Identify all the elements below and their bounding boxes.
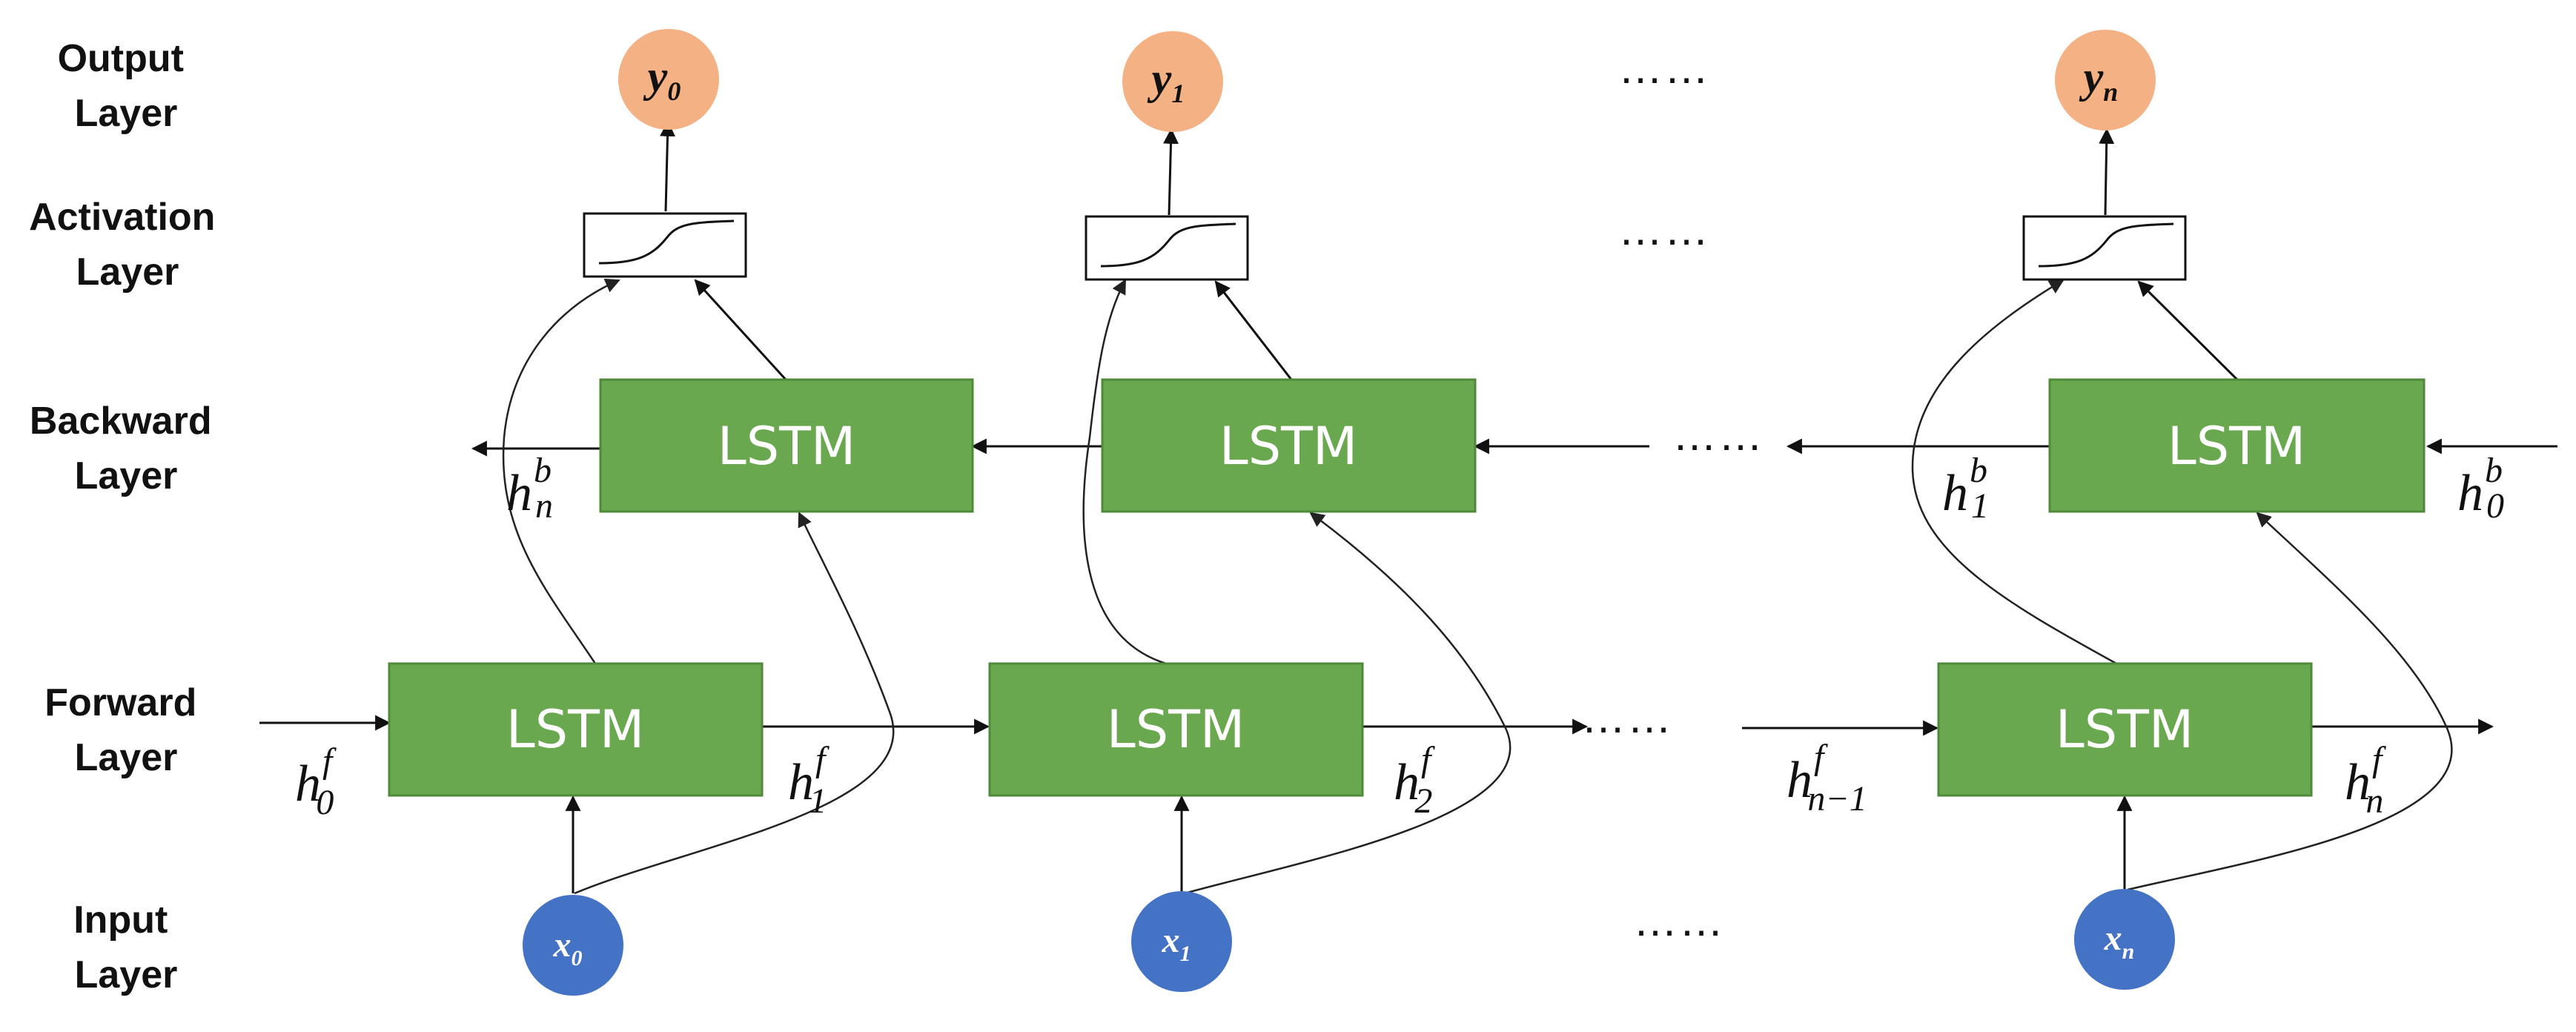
ellipsis-forward: …… — [1581, 692, 1673, 742]
output-node-1: y1 — [1122, 31, 1223, 132]
backward0-to-activation-arrow — [694, 279, 787, 381]
forward1-to-activation-curve — [1082, 279, 1167, 665]
lstm-label: LSTM — [2168, 416, 2306, 477]
output-node-circle — [618, 29, 719, 130]
output-node-n: yn — [2055, 30, 2156, 130]
sigmoid-icon — [598, 219, 735, 265]
ellipsis-activation: …… — [1618, 205, 1710, 254]
output-node-label: yn — [2079, 53, 2119, 107]
lstm-label: LSTM — [506, 699, 645, 760]
forwardn-to-activation-curve — [1911, 279, 2117, 665]
lstm-label: LSTM — [2056, 699, 2194, 760]
backward-lstm-n: LSTM — [2048, 378, 2426, 513]
ellipsis-input: …… — [1633, 896, 1725, 945]
output-node-label: y1 — [1148, 54, 1185, 108]
input-node-label: xn — [2104, 919, 2135, 964]
inputn-to-backward-curve — [2127, 512, 2453, 891]
forward-lstm-0: LSTM — [388, 662, 764, 797]
input-node-label: x1 — [1162, 921, 1191, 966]
input-node-circle — [2074, 889, 2175, 990]
activationn-to-output-arrow — [2099, 128, 2115, 216]
input-node-0: x0 — [523, 895, 623, 996]
output-node-0: y0 — [618, 29, 719, 130]
backward-layer-label: Backward Layer — [30, 400, 222, 497]
activation0-to-output-arrow — [660, 120, 676, 212]
input-layer-label: Input Layer — [73, 899, 179, 996]
activation-box-0 — [583, 212, 747, 278]
input-node-circle — [1131, 891, 1232, 992]
input-node-circle — [523, 895, 623, 996]
activation1-to-output-arrow — [1163, 128, 1179, 216]
forward-layer-label: Forward Layer — [44, 681, 208, 779]
forward-lstm-n: LSTM — [1937, 662, 2313, 797]
backwardn-to-activation-arrow — [2137, 280, 2239, 381]
backward-lstm-1: LSTM — [1101, 378, 1477, 513]
activation-box-1 — [1085, 215, 1249, 281]
output-layer-label: Output Layer — [58, 37, 195, 135]
ellipsis-backward: …… — [1672, 410, 1764, 460]
activation-box-n — [2022, 215, 2187, 281]
ellipsis-output: …… — [1618, 43, 1710, 93]
forward0-to-activation-curve — [502, 278, 620, 664]
backward-lstm-0: LSTM — [599, 378, 974, 513]
output-node-circle — [1122, 31, 1223, 132]
output-node-label: y0 — [643, 52, 681, 106]
activation-layer-label: Activation Layer — [29, 196, 226, 294]
lstm-label: LSTM — [1219, 416, 1358, 477]
input-node-1: x1 — [1131, 891, 1232, 992]
backward1-to-activation-arrow — [1214, 280, 1293, 380]
sigmoid-icon — [2038, 222, 2174, 268]
lstm-label: LSTM — [718, 416, 856, 477]
input1-to-backward-curve — [1184, 512, 1512, 895]
input-node-label: x0 — [553, 925, 583, 970]
output-node-circle — [2055, 30, 2156, 130]
sigmoid-icon — [1100, 222, 1236, 268]
forward-lstm-1: LSTM — [988, 662, 1364, 797]
input-node-n: xn — [2074, 889, 2175, 990]
lstm-label: LSTM — [1107, 699, 1245, 760]
input0-to-backward-curve — [574, 512, 895, 895]
